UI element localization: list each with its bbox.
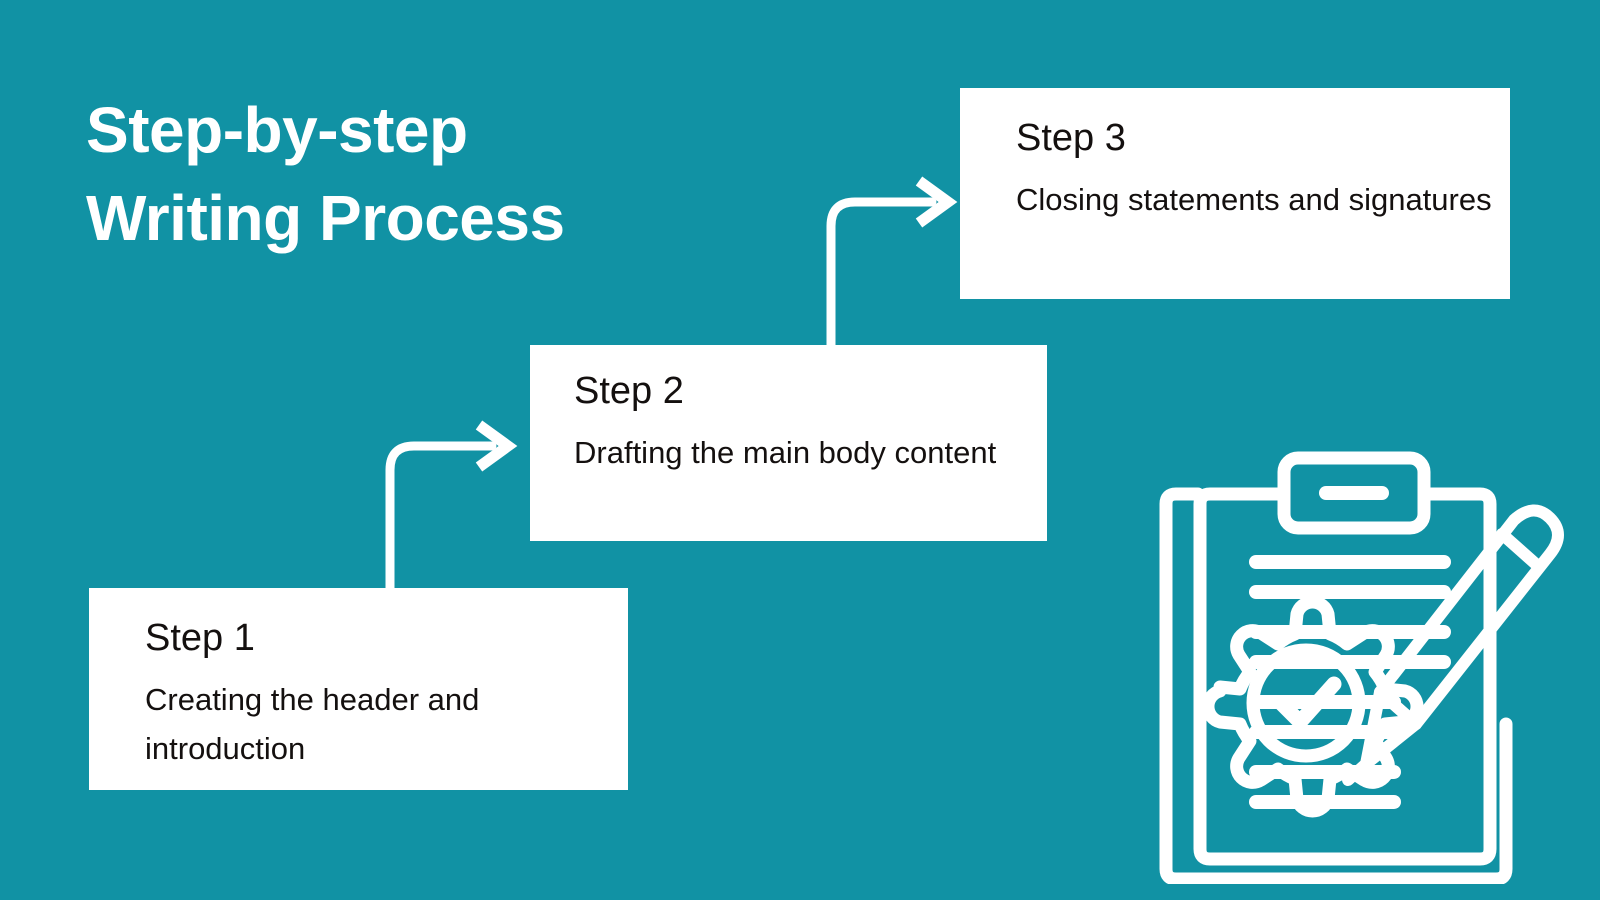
step-3-title: Step 3 bbox=[1016, 117, 1126, 159]
gear-ring-icon bbox=[1246, 643, 1366, 763]
step-1-description: Creating the header and introduction bbox=[145, 681, 480, 766]
arrow-step2-to-step3-icon bbox=[826, 176, 958, 353]
step-card-3[interactable]: Step 3 Closing statements and signatures bbox=[960, 88, 1510, 299]
step-card-2[interactable]: Step 2 Drafting the main body content bbox=[530, 345, 1047, 541]
step-card-1[interactable]: Step 1 Creating the header and introduct… bbox=[89, 588, 628, 790]
step-2-description: Drafting the main body content bbox=[574, 434, 997, 470]
arrow-step1-to-step2-icon bbox=[385, 420, 518, 597]
pencil-body-icon bbox=[1374, 504, 1564, 730]
step-2-title: Step 2 bbox=[574, 370, 684, 412]
step-1-title: Step 1 bbox=[145, 617, 255, 659]
check-icon bbox=[1274, 676, 1342, 730]
clipboard-illustration bbox=[1159, 451, 1564, 884]
pencil-tip-icon bbox=[1360, 686, 1422, 770]
page-title: Step-by-step Writing Process bbox=[86, 94, 565, 255]
gear-icon bbox=[1201, 595, 1424, 818]
back-sheet-icon bbox=[1159, 487, 1513, 884]
step-3-description: Closing statements and signatures bbox=[1016, 181, 1492, 217]
clipboard-clip-icon bbox=[1277, 451, 1431, 535]
pencil-ferrule-icon bbox=[1496, 528, 1544, 572]
clipboard-board-icon bbox=[1193, 487, 1497, 866]
